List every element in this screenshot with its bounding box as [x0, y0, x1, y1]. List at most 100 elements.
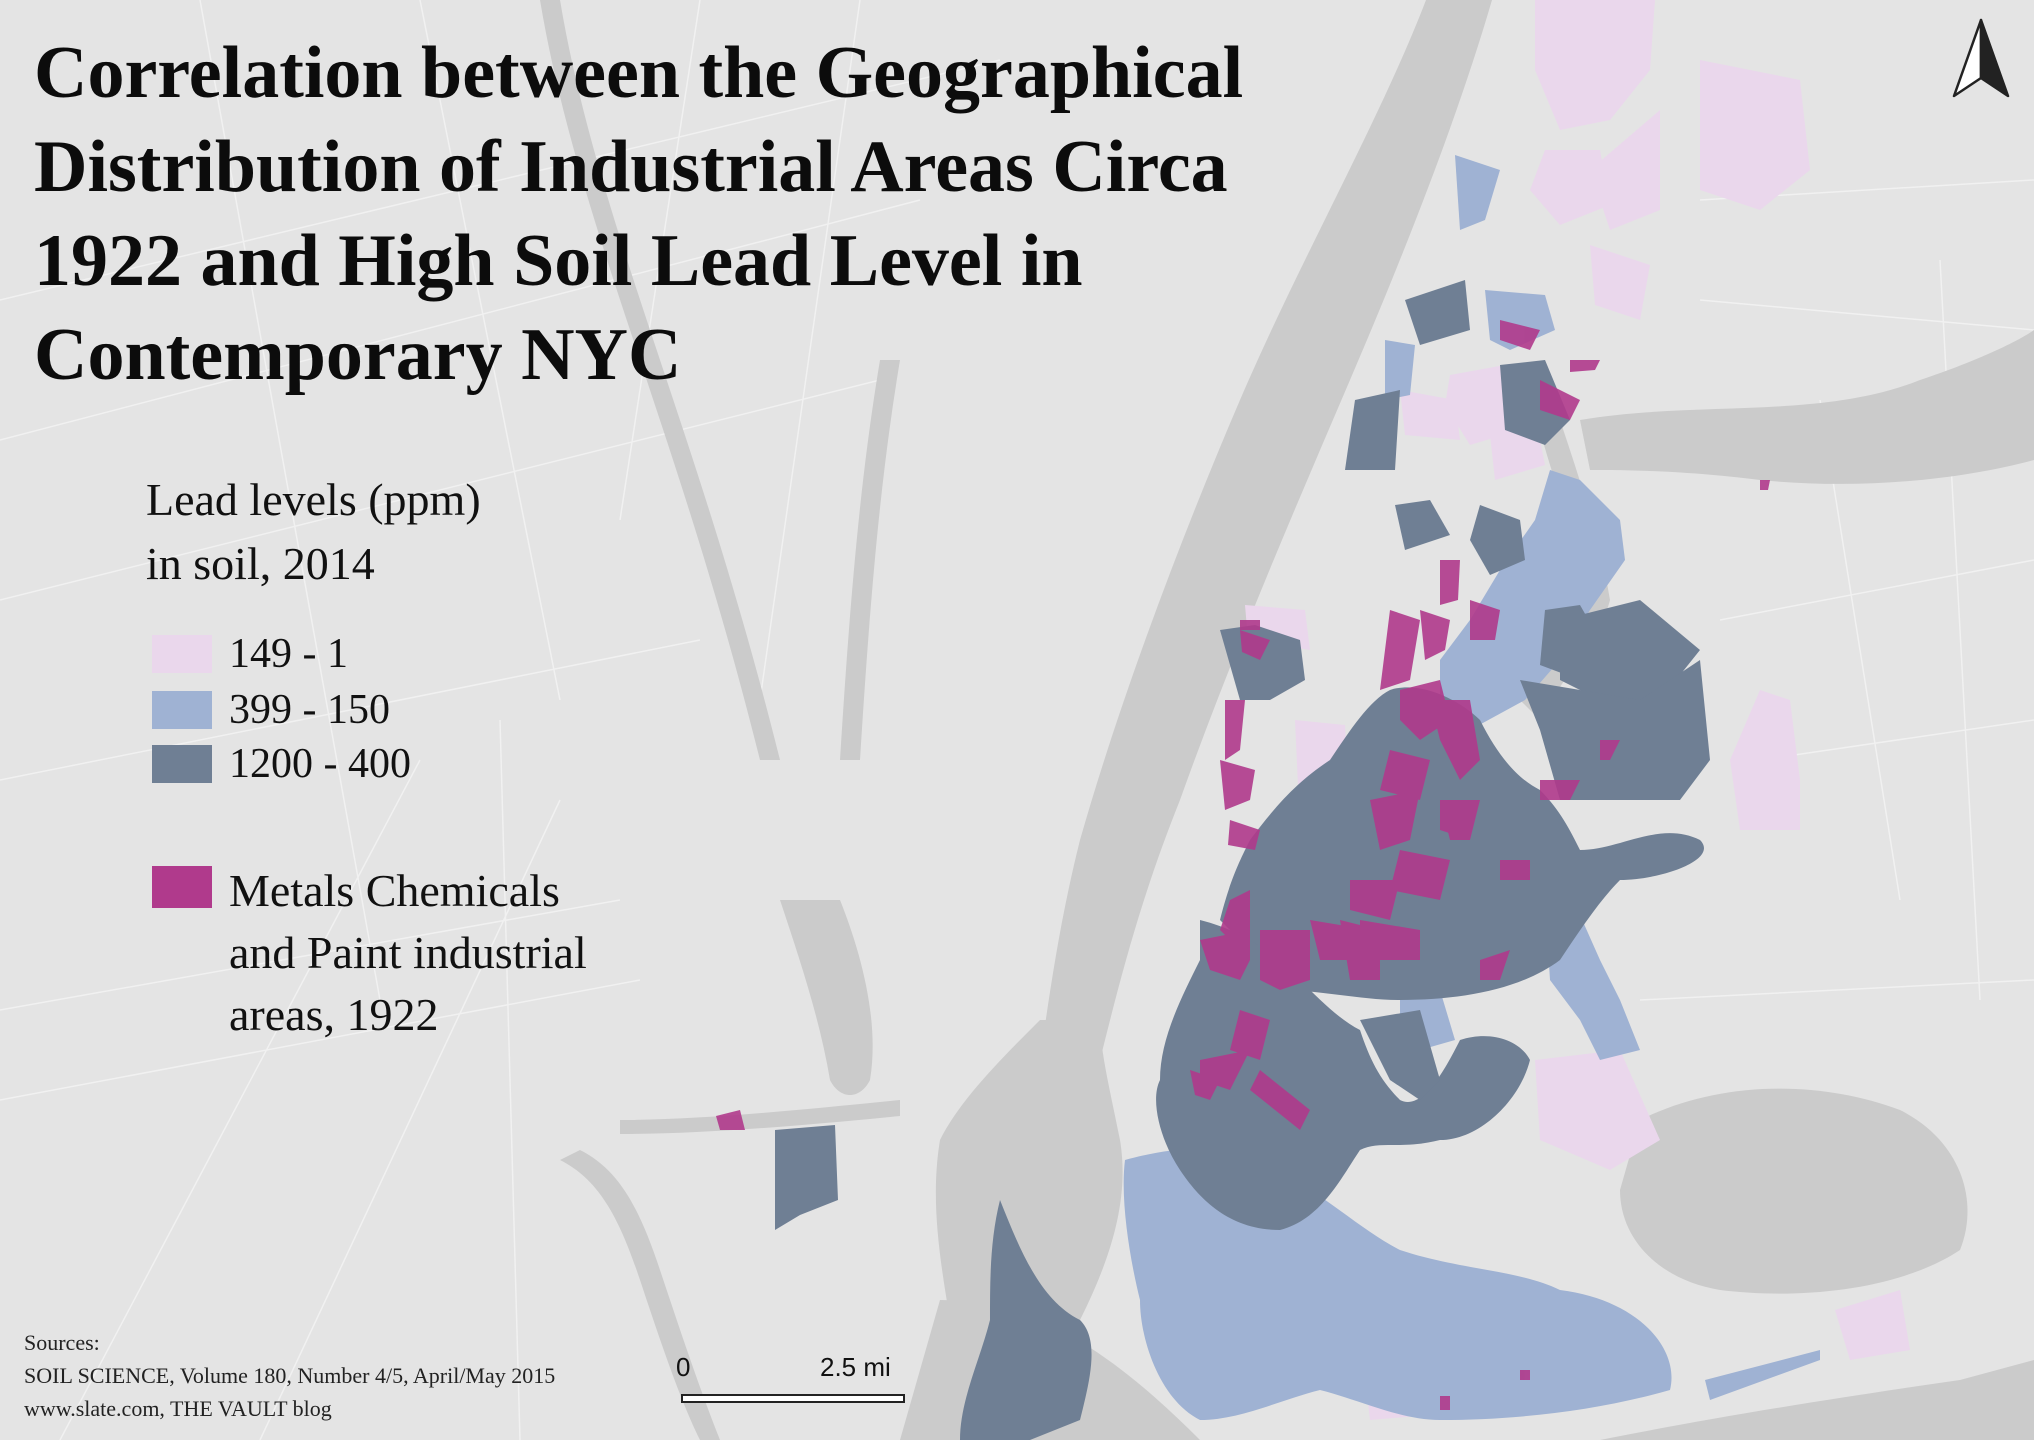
legend-swatch — [152, 745, 212, 783]
lead-district[interactable] — [1470, 505, 1525, 575]
industrial-area[interactable] — [1220, 760, 1255, 810]
industrial-area[interactable] — [1440, 560, 1460, 605]
legend-label-line: and Paint industrial — [229, 927, 587, 978]
legend-label-line: areas, 1922 — [229, 989, 439, 1040]
title-line: Distribution of Industrial Areas Circa — [34, 126, 1228, 208]
scale-start-label: 0 — [676, 1352, 691, 1382]
lead-district[interactable] — [1705, 1350, 1820, 1400]
upper-bay — [935, 1020, 1123, 1320]
legend-label: 149 - 1 — [229, 631, 348, 677]
lead-district[interactable] — [1590, 110, 1660, 230]
industrial-area[interactable] — [1390, 850, 1450, 900]
scale-bar-line — [681, 1394, 905, 1403]
lead-district[interactable] — [1535, 0, 1655, 130]
legend-swatch — [152, 635, 212, 673]
lead-district[interactable] — [960, 1200, 1092, 1440]
industrial-area[interactable] — [1360, 920, 1420, 960]
legend-item-mid: 399 - 150 — [152, 686, 390, 734]
industrial-area[interactable] — [1480, 950, 1510, 980]
lead-district[interactable] — [1520, 660, 1710, 800]
industrial-area[interactable] — [1350, 880, 1400, 920]
lead-choropleth — [775, 0, 1910, 1440]
legend-swatch — [152, 866, 212, 908]
lead-district[interactable] — [1455, 155, 1500, 230]
industrial-area[interactable] — [1540, 380, 1580, 420]
lead-district[interactable] — [775, 1125, 838, 1230]
lead-district[interactable] — [1345, 390, 1400, 470]
industrial-area[interactable] — [1500, 320, 1540, 350]
industrial-area[interactable] — [1380, 610, 1420, 690]
title-line: 1922 and High Soil Lead Level in — [34, 220, 1083, 302]
newark-bay — [780, 900, 873, 1095]
industrial-area[interactable] — [1470, 600, 1500, 640]
industrial-area[interactable] — [1240, 630, 1270, 660]
lead-district[interactable] — [1700, 60, 1810, 210]
industrial-area[interactable] — [1200, 930, 1250, 980]
legend-label: 399 - 150 — [229, 687, 390, 733]
jamaica-bay — [1620, 1088, 1968, 1294]
atlantic-ocean — [1200, 1360, 2034, 1440]
hudson-river — [1040, 0, 1492, 1060]
legend-label: Metals Chemicals and Paint industrial ar… — [229, 860, 587, 1046]
lead-district[interactable] — [1560, 600, 1700, 700]
lead-district[interactable] — [1730, 690, 1800, 830]
lead-district[interactable] — [1360, 1010, 1440, 1100]
lead-district[interactable] — [1395, 500, 1450, 550]
title-line: Contemporary NYC — [34, 314, 682, 396]
industrial-area[interactable] — [1420, 610, 1450, 660]
lead-district[interactable] — [1835, 1290, 1910, 1360]
map-title: Correlation between the Geographical Dis… — [34, 26, 1414, 402]
industrial-area[interactable] — [1430, 700, 1480, 780]
industrial-area[interactable] — [1380, 750, 1430, 800]
industrial-area[interactable] — [1190, 1070, 1220, 1100]
industrial-area[interactable] — [1225, 700, 1245, 760]
legend-label-line: Metals Chemicals — [229, 865, 560, 916]
kill-van-kull — [620, 1100, 900, 1134]
lead-district[interactable] — [1440, 470, 1625, 730]
industrial-area[interactable] — [1260, 930, 1310, 990]
lead-district[interactable] — [1156, 920, 1530, 1230]
industrial-area[interactable] — [1440, 1396, 1450, 1410]
sources-note: Sources: SOIL SCIENCE, Volume 180, Numbe… — [24, 1326, 555, 1425]
hackensack-river — [840, 360, 900, 760]
industrial-areas-1922 — [716, 320, 1770, 1410]
legend-title: Lead levels (ppm) in soil, 2014 — [146, 468, 481, 596]
scale-bar: 0 2.5 mi — [676, 1352, 916, 1408]
lead-district[interactable] — [1385, 340, 1415, 400]
industrial-area[interactable] — [1250, 1070, 1310, 1130]
sources-line: www.slate.com, THE VAULT blog — [24, 1396, 332, 1421]
industrial-area[interactable] — [1570, 360, 1600, 372]
lead-district[interactable] — [1400, 390, 1460, 440]
industrial-area[interactable] — [1440, 800, 1470, 840]
industrial-area[interactable] — [1520, 1370, 1530, 1380]
legend-item-industrial: Metals Chemicals and Paint industrial ar… — [152, 860, 587, 1046]
legend-item-high: 1200 - 400 — [152, 740, 411, 788]
scale-end-label: 2.5 mi — [820, 1352, 891, 1382]
industrial-area[interactable] — [1540, 780, 1580, 800]
legend-title-line: Lead levels (ppm) — [146, 474, 481, 525]
industrial-area[interactable] — [1370, 790, 1420, 850]
industrial-area[interactable] — [716, 1110, 745, 1130]
industrial-area[interactable] — [1760, 480, 1770, 490]
lead-district[interactable] — [1500, 360, 1570, 445]
legend-swatch — [152, 691, 212, 729]
long-island-sound — [1580, 330, 2034, 484]
lead-district[interactable] — [1535, 1050, 1660, 1170]
arthur-kill — [560, 1150, 720, 1440]
lead-district[interactable] — [1530, 150, 1610, 225]
legend-title-line: in soil, 2014 — [146, 538, 375, 589]
north-arrow-icon — [1952, 18, 2010, 98]
industrial-area[interactable] — [1230, 1010, 1270, 1060]
lead-district[interactable] — [1405, 280, 1470, 345]
industrial-area[interactable] — [1500, 860, 1530, 880]
industrial-area[interactable] — [1600, 740, 1620, 760]
industrial-area[interactable] — [1240, 620, 1260, 630]
lead-district[interactable] — [1590, 245, 1650, 320]
lead-district[interactable] — [1445, 365, 1520, 445]
sources-line: SOIL SCIENCE, Volume 180, Number 4/5, Ap… — [24, 1363, 556, 1388]
sources-line: Sources: — [24, 1330, 100, 1355]
industrial-area[interactable] — [1228, 820, 1260, 850]
